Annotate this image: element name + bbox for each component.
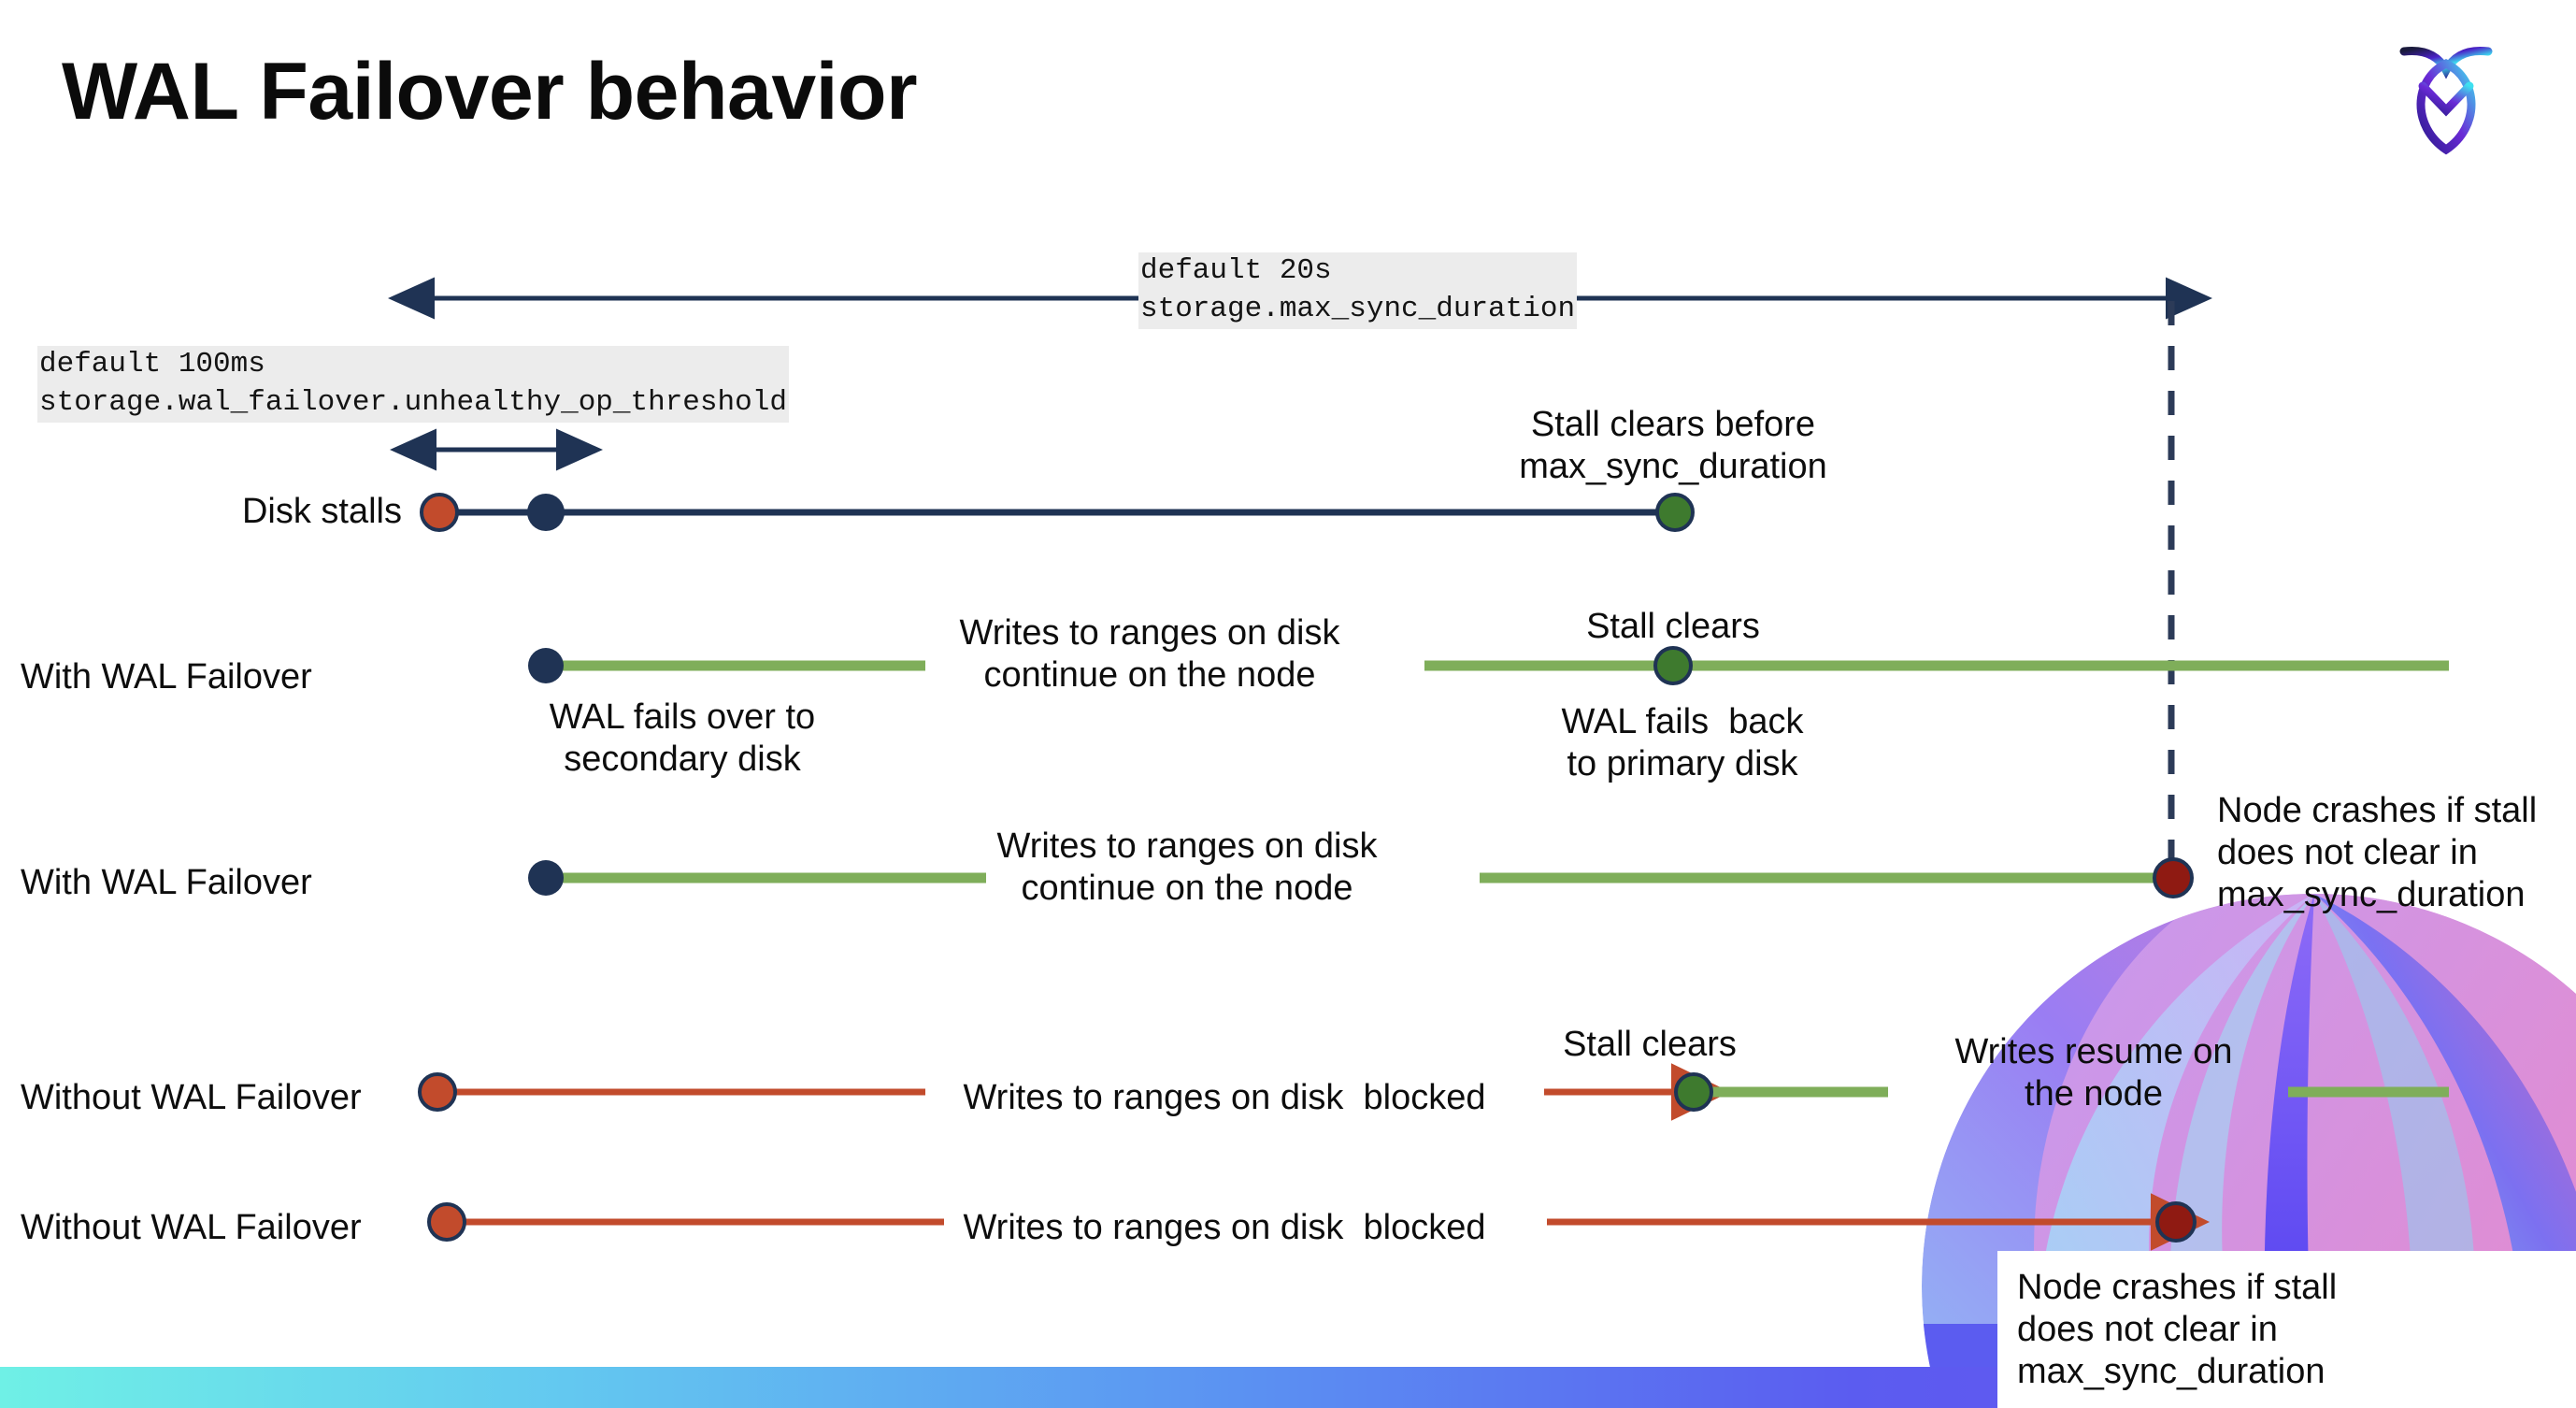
note-writes-continue-2: Writes to ranges on disk continue on the…: [996, 826, 1378, 908]
row-without-failover-recovers-track: [418, 1063, 2449, 1121]
row-label-without-wal-failover-1: Without WAL Failover: [21, 1078, 362, 1117]
max-sync-duration-annotation: default 20s storage.max_sync_duration: [1138, 252, 1578, 329]
max-sync-setting-label: storage.max_sync_duration: [1140, 290, 1576, 329]
row-label-with-wal-failover-2: With WAL Failover: [21, 863, 312, 902]
note-stall-clears-2: Stall clears: [1563, 1025, 1737, 1064]
unhealthy-default-label: default 100ms: [39, 346, 265, 384]
note-writes-blocked-1: Writes to ranges on disk blocked: [963, 1078, 1486, 1117]
note-writes-blocked-2: Writes to ranges on disk blocked: [963, 1208, 1486, 1247]
unhealthy-threshold-annotation: default 100ms storage.wal_failover.unhea…: [37, 346, 789, 423]
note-stall-clears-1: Stall clears: [1586, 607, 1760, 646]
note-wal-fails-over: WAL fails over to secondary disk: [549, 697, 816, 779]
row-with-failover-crashes-track: [528, 857, 2194, 898]
max-sync-default-label: default 20s: [1140, 252, 1332, 291]
row-with-failover-recovers-track: [528, 646, 2449, 685]
page-title: WAL Failover behavior: [62, 47, 918, 136]
caption-backdrop: [1997, 1251, 2576, 1408]
cockroachdb-logo: [2385, 28, 2507, 159]
note-writes-resume: Writes resume on the node: [1954, 1032, 2233, 1113]
note-node-crashes-2: Node crashes if stall does not clear in …: [2017, 1268, 2338, 1391]
note-wal-fails-back: WAL fails back to primary disk: [1561, 702, 1804, 783]
row-disk-stalls-track: [420, 493, 1695, 532]
note-stall-clears-before: Stall clears before max_sync_duration: [1519, 405, 1827, 486]
row-label-with-wal-failover-1: With WAL Failover: [21, 657, 312, 697]
note-writes-continue-1: Writes to ranges on disk continue on the…: [959, 613, 1340, 695]
unhealthy-setting-label: storage.wal_failover.unhealthy_op_thresh…: [39, 383, 787, 423]
row-label-disk-stalls: Disk stalls: [241, 492, 402, 531]
note-node-crashes-1: Node crashes if stall does not clear in …: [2217, 791, 2538, 914]
row-label-without-wal-failover-2: Without WAL Failover: [21, 1208, 362, 1247]
row-without-failover-crashes-track: [427, 1193, 2210, 1251]
